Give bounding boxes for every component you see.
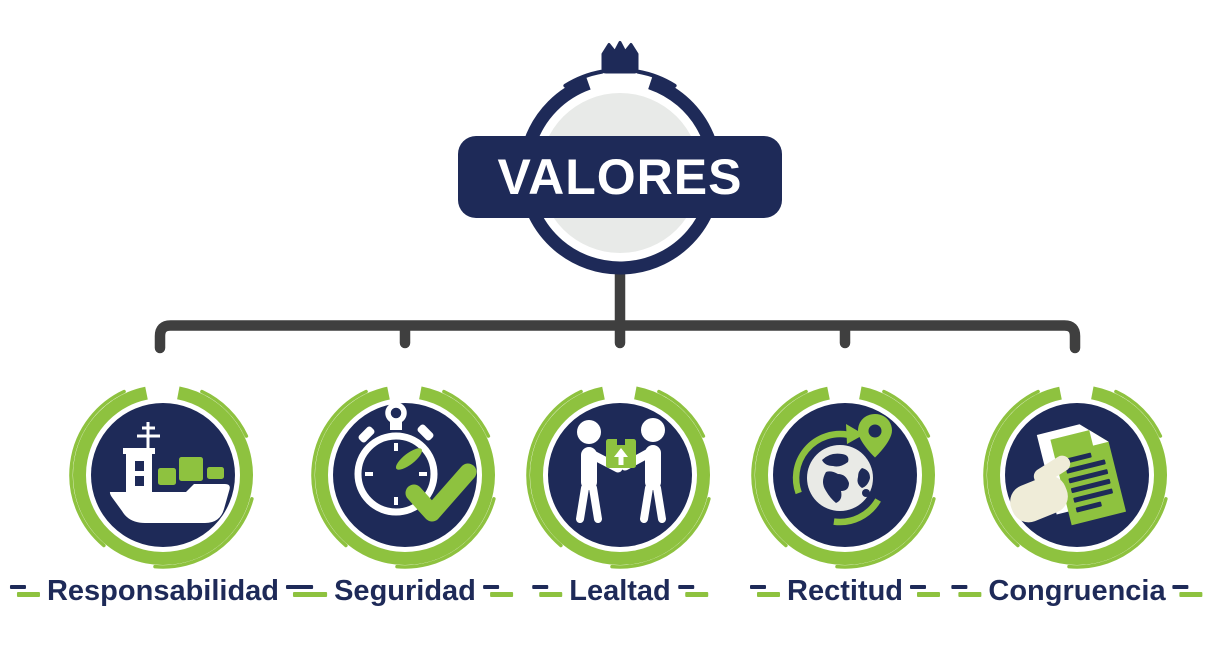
label-decoration-right — [1172, 585, 1203, 597]
value-card-rectitud: Rectitud — [730, 380, 960, 645]
valores-banner — [458, 136, 782, 218]
green-ring-frame — [526, 385, 711, 569]
value-card-seguridad: Seguridad — [290, 380, 520, 645]
label-decoration-left — [750, 585, 780, 597]
value-label-row: Lealtad — [525, 574, 715, 608]
value-label-row: Congruencia — [944, 574, 1209, 608]
value-label-row: Rectitud — [743, 574, 947, 608]
valores-title: VALORES — [498, 149, 743, 205]
label-decoration-left — [297, 585, 328, 597]
value-label: Seguridad — [334, 575, 476, 607]
label-decoration-right — [677, 585, 708, 597]
value-label: Rectitud — [787, 575, 903, 607]
value-label: Responsabilidad — [46, 575, 280, 607]
value-card-responsabilidad: Responsabilidad — [9, 380, 317, 645]
cargo-ship-icon — [109, 422, 230, 523]
green-ring-frame — [311, 385, 496, 569]
valores-badge: VALORES — [458, 41, 782, 275]
hand-shape — [1010, 455, 1071, 523]
hand-holding-document-icon — [1010, 424, 1127, 526]
label-decoration-right — [910, 585, 940, 597]
label-decoration-right — [482, 585, 513, 597]
value-label: Lealtad — [569, 575, 671, 607]
badge-arc-tick-left — [563, 69, 605, 88]
value-card-congruencia: Congruencia — [951, 380, 1203, 645]
value-label-row: Responsabilidad — [3, 574, 323, 608]
label-decoration-left — [9, 585, 40, 597]
label-decoration-left — [532, 585, 563, 597]
stopwatch-checkmark-icon — [354, 402, 477, 522]
crown-icon — [601, 41, 639, 74]
badge-arc-tick-right — [635, 69, 677, 88]
value-label-row: Seguridad — [290, 574, 520, 608]
label-decoration-left — [951, 585, 982, 597]
people-exchanging-box-icon — [576, 418, 666, 523]
value-card-lealtad: Lealtad — [505, 380, 735, 645]
globe-location-pin-icon — [792, 414, 892, 526]
value-label: Congruencia — [988, 575, 1166, 607]
